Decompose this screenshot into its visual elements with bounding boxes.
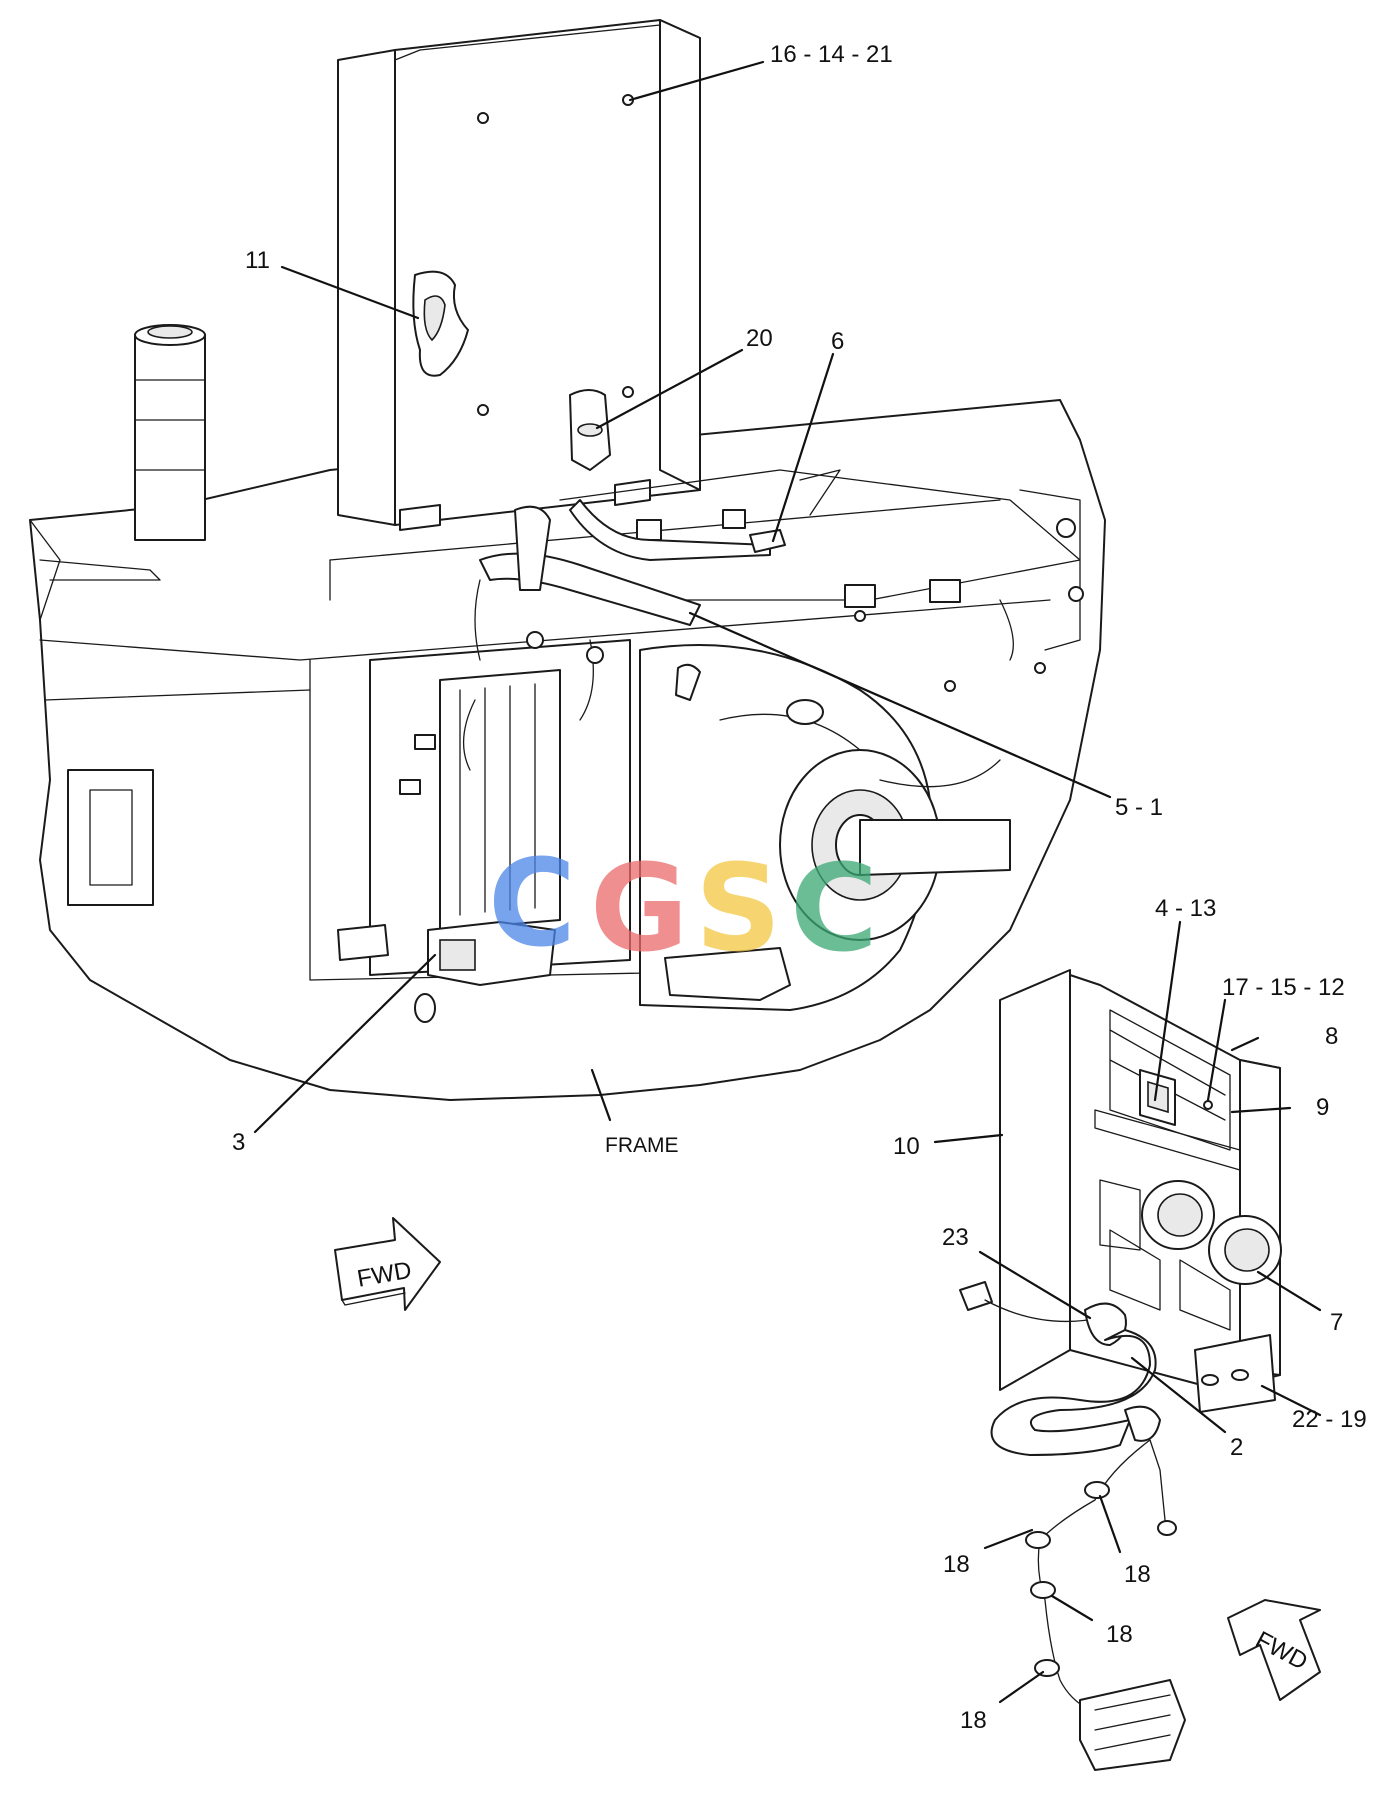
callout-7: 7 <box>1330 1309 1343 1336</box>
callout-20: 20 <box>746 325 773 352</box>
generator-assembly <box>639 644 1011 1011</box>
mounting-plate-area <box>479 469 1084 692</box>
callout-2: 2 <box>1230 1434 1243 1461</box>
controller-box <box>337 19 701 531</box>
callout-17-15-12: 17 - 15 - 12 <box>1222 974 1345 1001</box>
callout-11: 11 <box>245 247 270 274</box>
fwd-arrow-right: FWD <box>1227 1599 1321 1701</box>
callout-labels: 16 - 14 - 21 11 20 6 5 - 1 3 4 - 13 17 -… <box>232 41 1367 1734</box>
fwd-arrow-left: FWD <box>334 1217 441 1311</box>
callout-16-14-21: 16 - 14 - 21 <box>770 41 893 68</box>
watermark-logo: C G S C <box>488 835 878 979</box>
callout-18: 18 <box>943 1551 970 1578</box>
callout-3: 3 <box>232 1129 245 1156</box>
callout-18: 18 <box>960 1707 987 1734</box>
callout-10: 10 <box>893 1133 920 1160</box>
callout-4-13: 4 - 13 <box>1155 895 1216 922</box>
switch-box <box>999 969 1282 1413</box>
callout-22-19: 22 - 19 <box>1292 1406 1367 1433</box>
watermark-letter: C <box>488 835 576 974</box>
callout-5-1: 5 - 1 <box>1115 794 1163 821</box>
callout-18: 18 <box>1124 1561 1151 1588</box>
cylinder-post <box>134 324 206 541</box>
callout-9: 9 <box>1316 1094 1329 1121</box>
callout-23: 23 <box>942 1224 969 1251</box>
callout-6: 6 <box>831 328 844 355</box>
callout-8: 8 <box>1325 1023 1338 1050</box>
frame-body <box>29 399 1106 1101</box>
watermark-letter: G <box>590 840 689 979</box>
callout-18: 18 <box>1106 1621 1133 1648</box>
terminal-panel <box>337 579 631 1023</box>
watermark-letter: C <box>790 840 878 979</box>
frame-label: FRAME <box>605 1134 679 1157</box>
leader-lines <box>253 60 1322 1704</box>
watermark-letter: S <box>695 840 781 979</box>
wire-harness <box>959 1281 1186 1771</box>
